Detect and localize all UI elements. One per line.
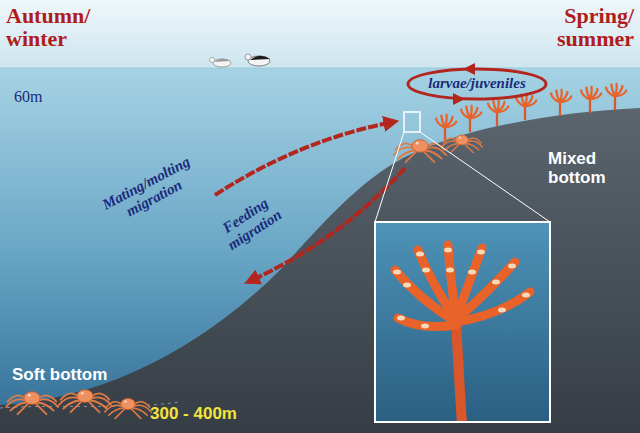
migration-arrow <box>215 122 393 195</box>
polyp <box>397 316 405 321</box>
polyp <box>444 248 452 253</box>
snow-crab <box>105 398 151 418</box>
polyp <box>393 270 401 275</box>
migration-label: Mating/molting migration <box>93 149 207 231</box>
inset <box>375 222 550 425</box>
soft-coral <box>551 90 571 116</box>
gull-wing <box>250 56 270 60</box>
gulls <box>209 54 270 67</box>
loop-arrowhead <box>463 63 475 75</box>
soft-coral <box>581 87 601 113</box>
bottom-type-label: Mixed bottom <box>548 150 620 187</box>
cycle-loop <box>408 69 546 99</box>
zoom-marker <box>404 112 420 132</box>
loop-arrowhead <box>453 93 465 105</box>
soft-coral <box>516 94 536 120</box>
snow-crab <box>6 392 58 415</box>
polyp <box>468 270 476 275</box>
life-stage-ellipse: larvae/juveniles <box>406 67 548 101</box>
inset-frame <box>375 222 550 422</box>
snow-crab <box>59 390 111 413</box>
coral-stalk <box>456 320 462 422</box>
gull <box>248 56 270 66</box>
polyp <box>416 252 424 257</box>
inset-coral <box>393 245 530 422</box>
polyp <box>522 293 530 298</box>
depth-label: 60m <box>14 88 42 106</box>
polyp <box>508 264 516 269</box>
zoom-line <box>375 132 404 222</box>
gull-head <box>209 57 214 62</box>
snow-crab <box>442 135 483 153</box>
snow-crab <box>394 140 446 163</box>
soft-coral <box>488 100 508 126</box>
depth-label: 300 - 400m <box>150 404 237 424</box>
coral-polyps <box>393 248 530 329</box>
water <box>0 68 640 433</box>
gull-wing <box>214 59 230 62</box>
polyp <box>421 324 429 329</box>
soft-coral <box>436 115 456 141</box>
sea-surface <box>0 68 640 69</box>
polyp <box>492 280 500 285</box>
life-stage-text: larvae/juveniles <box>428 75 526 92</box>
polyp <box>498 308 506 313</box>
polyp <box>446 268 454 273</box>
gull <box>213 59 231 67</box>
bottom-type-label: Soft bottom <box>12 366 107 385</box>
zoom-line <box>420 132 550 222</box>
coral-branch <box>395 245 530 326</box>
season-label: Autumn/ winter <box>6 4 106 50</box>
gull-head <box>245 54 251 60</box>
polyp <box>422 268 430 273</box>
polyp <box>477 250 485 255</box>
soft-coral <box>606 84 626 110</box>
soft-coral <box>461 106 481 132</box>
polyp <box>403 283 411 288</box>
sky <box>0 0 640 68</box>
migration-label: Feeding migration <box>211 189 289 256</box>
sea-floor <box>0 108 640 433</box>
season-label: Spring/ summer <box>524 4 634 50</box>
